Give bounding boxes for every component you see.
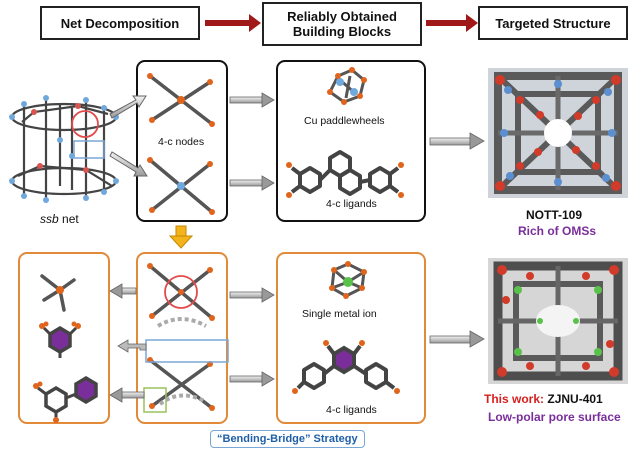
header-net-decomposition-text: Net Decomposition (60, 15, 180, 31)
cu-paddlewheel-icon (327, 67, 367, 105)
header-building-blocks-line2: Building Blocks (292, 24, 392, 39)
header-building-blocks-line1: Reliably Obtained (287, 9, 397, 24)
thiswork-label: This work: (484, 392, 545, 406)
strategy-label: “Bending-Bridge” Strategy (210, 430, 365, 448)
header-arrow-1 (205, 14, 261, 32)
ssb-highlight-circle (71, 110, 99, 138)
ssb-net-label: ssb net (40, 212, 79, 226)
ligand-bottom-icon (292, 340, 400, 394)
zjnu401-name: ZJNU-401 (547, 392, 603, 406)
zjnu401-name-line: This work: ZJNU-401 (484, 392, 603, 406)
zjnu401-structure-image (488, 258, 628, 384)
arrow-net-to-node1 (109, 95, 147, 119)
bent-node-dashed-curve (156, 317, 207, 328)
zjnu401-note: Low-polar pore surface (488, 410, 621, 424)
header-targeted-structure-text: Targeted Structure (495, 15, 611, 31)
ssb-highlight-rect (73, 140, 105, 159)
header-building-blocks: Reliably Obtained Building Blocks (262, 2, 422, 46)
arrow-to-nott109 (429, 132, 485, 150)
yellow-down-arrow (168, 225, 194, 249)
ligands-bottom-label: 4-c ligands (326, 404, 377, 416)
arrow-to-zjnu401 (429, 330, 485, 348)
bent-node-highlight-circle (164, 275, 198, 309)
ligands-top-label: 4-c ligands (326, 198, 377, 210)
header-arrow-2 (426, 14, 478, 32)
ssb-net-illustration (10, 98, 118, 200)
arrow-to-fragment-3 (109, 387, 145, 403)
arrow-bent-to-ligand (229, 371, 275, 387)
arrow-net-to-node2 (109, 151, 148, 177)
ligand-top-icon (290, 150, 400, 196)
ssb-net-nodes (9, 95, 119, 203)
header-targeted-structure: Targeted Structure (478, 6, 628, 40)
arrow-node-to-paddlewheel (229, 92, 275, 108)
nott109-note: Rich of OMSs (518, 224, 597, 238)
ligand-top-oxygens (286, 162, 404, 198)
node-orange-joints (147, 73, 215, 127)
metal-label: Single metal ion (302, 308, 377, 320)
fragment-isophthalate-icon (39, 321, 81, 358)
fragment-biphenyl-icon (33, 375, 98, 423)
paddlewheel-label: Cu paddlewheels (304, 115, 385, 127)
arrow-bent-to-metal (229, 287, 275, 303)
single-metal-ion-icon (329, 261, 367, 299)
nodes-box (136, 60, 228, 222)
arrow-to-fragment-1 (109, 283, 137, 299)
nott109-structure-image (488, 68, 628, 198)
node-blue-joints (147, 157, 215, 215)
nodes-label: 4-c nodes (158, 136, 205, 148)
bent-node-dashed-curve-2 (158, 393, 207, 406)
bent-node-blue-highlight (145, 339, 229, 363)
ssb-net-label-rest: net (58, 212, 79, 226)
nott109-name: NOTT-109 (526, 208, 583, 222)
header-net-decomposition: Net Decomposition (40, 6, 200, 40)
arrow-node-to-ligand (229, 175, 275, 191)
fragment-tetrahedral-center (56, 286, 64, 294)
arrow-to-fragment-2 (117, 339, 147, 353)
bent-node-orange-joints (147, 263, 215, 321)
ssb-net-label-italic: ssb (40, 212, 59, 226)
